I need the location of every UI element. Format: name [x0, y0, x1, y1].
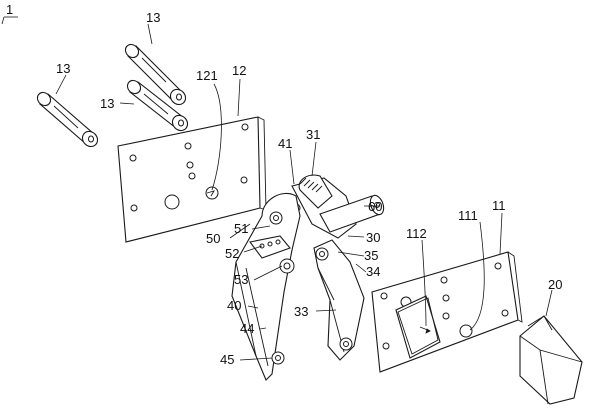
- label-41: 41: [278, 136, 292, 151]
- label-40: 40: [227, 298, 241, 313]
- label-31: 31: [306, 127, 320, 142]
- bolt-13-a: [124, 43, 187, 106]
- label-13-c: 13: [100, 96, 114, 111]
- label-44: 44: [240, 321, 254, 336]
- label-53: 53: [234, 272, 248, 287]
- label-52: 52: [225, 246, 239, 261]
- figure-number-text: 1: [6, 2, 13, 17]
- label-60: 60: [368, 199, 382, 214]
- wedge-block-20: [519, 315, 583, 405]
- label-111: 111: [458, 208, 478, 223]
- reference-labels: 13 13 13 121 12 41 31 60 51 50 52 30 112…: [56, 10, 562, 367]
- bolt-13-b: [36, 91, 99, 148]
- label-13-b: 13: [56, 61, 70, 76]
- label-20: 20: [548, 277, 562, 292]
- label-11: 11: [492, 198, 506, 213]
- label-112: 112: [406, 226, 427, 241]
- label-12: 12: [232, 63, 246, 78]
- label-34: 34: [366, 264, 380, 279]
- side-plate-11: [371, 251, 523, 373]
- label-30: 30: [366, 230, 380, 245]
- leader-lines: [55, 23, 553, 361]
- label-13-a: 13: [146, 10, 160, 25]
- right-jaw-33: [313, 239, 365, 361]
- label-35: 35: [364, 248, 378, 263]
- label-50: 50: [206, 231, 220, 246]
- left-jaw-40: [231, 192, 301, 381]
- label-45: 45: [220, 352, 234, 367]
- label-33: 33: [294, 304, 308, 319]
- side-plate-12: [117, 116, 267, 243]
- label-121: 121: [196, 68, 218, 83]
- figure-number: 1: [1, 2, 18, 25]
- label-51: 51: [234, 221, 248, 236]
- bolt-13-c: [126, 79, 189, 132]
